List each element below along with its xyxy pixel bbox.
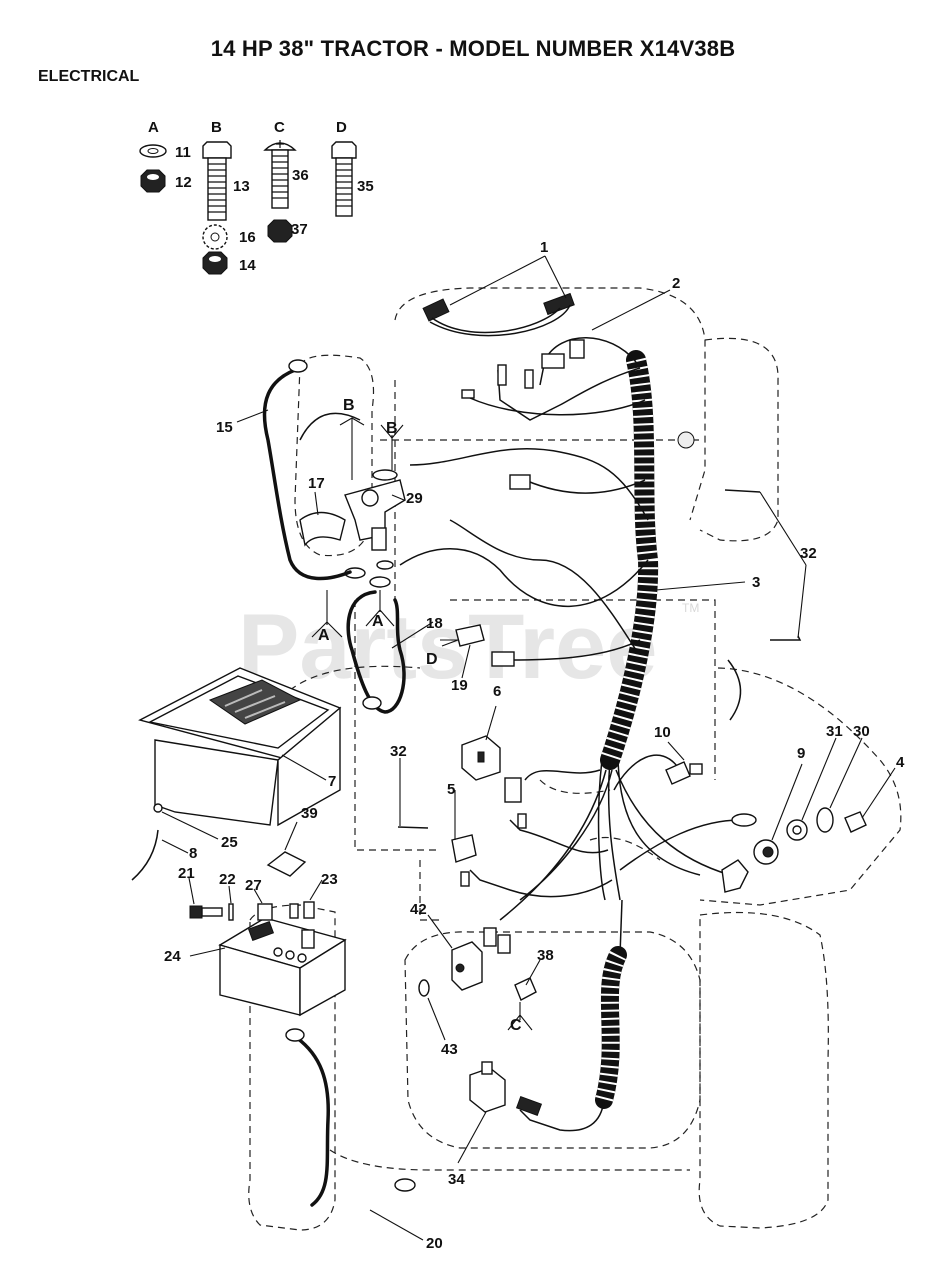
starter-boot-icon (299, 511, 346, 547)
ref-b: B (386, 420, 398, 437)
battery-hardware (189, 901, 315, 921)
callout-27: 27 (245, 877, 262, 894)
callout-15: 15 (216, 419, 233, 436)
callout-6: 6 (493, 683, 501, 700)
hardware-letter-b: B (211, 119, 222, 136)
vent-tube (131, 829, 159, 881)
callout-24: 24 (164, 948, 181, 965)
hex-nut-icon (202, 251, 228, 275)
watermark: PartsTree (238, 596, 657, 698)
cotter-pin (724, 489, 761, 493)
cable-20 (295, 1036, 330, 1207)
hex-nut-icon (267, 219, 293, 243)
callout-11: 11 (175, 144, 191, 161)
callout-14: 14 (239, 257, 256, 274)
callout-numbers: 1 2 3 4 5 6 7 8 9 10 15 17 18 19 20 21 2… (164, 239, 905, 1252)
callout-43: 43 (441, 1041, 458, 1058)
cotter-pin (397, 826, 429, 829)
callout-10: 10 (654, 724, 671, 741)
callout-21: 21 (178, 865, 195, 882)
callout-1: 1 (540, 239, 548, 256)
starter-solenoid (299, 469, 406, 588)
ref-b: B (343, 397, 355, 414)
callout-17: 17 (308, 475, 325, 492)
callout-42: 42 (410, 901, 427, 918)
callout-23: 23 (321, 871, 338, 888)
bracket-38 (514, 977, 537, 1001)
watermark-tm: TM (682, 601, 699, 615)
harness-connectors (299, 292, 695, 490)
callout-25: 25 (221, 834, 238, 851)
ref-d: D (426, 651, 438, 668)
callout-5: 5 (447, 781, 455, 798)
callout-37: 37 (291, 221, 308, 238)
hardware-letter-a: A (148, 119, 159, 136)
callout-35: 35 (357, 178, 374, 195)
hex-nut-icon (140, 169, 166, 193)
callout-7: 7 (328, 773, 336, 790)
callout-29: 29 (406, 490, 423, 507)
callout-8: 8 (189, 845, 197, 862)
callout-19: 19 (451, 677, 468, 694)
battery-pad (266, 851, 307, 877)
callout-13: 13 (233, 178, 250, 195)
hex-bolt-icon (331, 141, 357, 159)
callout-38: 38 (537, 947, 554, 964)
callout-31: 31 (826, 723, 843, 740)
page-title: 14 HP 38" TRACTOR - MODEL NUMBER X14V38B (210, 36, 736, 61)
ref-c: C (510, 1017, 522, 1034)
callout-12: 12 (175, 174, 192, 191)
ref-a: A (318, 627, 330, 644)
seat-switch (469, 1061, 543, 1117)
callout-32: 32 (800, 545, 817, 562)
cotter-pin (770, 635, 802, 641)
callout-32: 32 (390, 743, 407, 760)
callout-22: 22 (219, 871, 236, 888)
battery (218, 917, 347, 1017)
switch-5 (451, 834, 477, 863)
relay (461, 735, 527, 829)
callout-3: 3 (752, 574, 760, 591)
callout-36: 36 (292, 167, 309, 184)
section-heading: ELECTRICAL (38, 68, 140, 85)
hardware-key: A B C D 11 12 13 16 14 36 37 35 (139, 119, 374, 275)
battery-box (138, 667, 342, 827)
callout-39: 39 (301, 805, 318, 822)
cable-15 (262, 368, 352, 581)
wire-harness (399, 337, 741, 1132)
ignition-switch (418, 927, 511, 997)
hardware-letter-c: C (274, 119, 285, 136)
callout-4: 4 (896, 754, 905, 771)
fastener-refs: B B A A D C (311, 397, 533, 1034)
callout-2: 2 (672, 275, 680, 292)
cable-18 (346, 590, 406, 714)
callout-20: 20 (426, 1235, 443, 1252)
callout-34: 34 (448, 1171, 465, 1188)
callout-30: 30 (853, 723, 870, 740)
callout-18: 18 (426, 615, 443, 632)
tractor-outline (248, 287, 902, 1231)
hex-bolt-icon (202, 141, 232, 159)
callout-9: 9 (797, 745, 805, 762)
hardware-letter-d: D (336, 119, 347, 136)
right-side-parts (665, 659, 867, 893)
ref-a: A (372, 613, 384, 630)
callout-16: 16 (239, 229, 256, 246)
connector-19 (455, 624, 485, 647)
callout-leaders (161, 255, 896, 1241)
